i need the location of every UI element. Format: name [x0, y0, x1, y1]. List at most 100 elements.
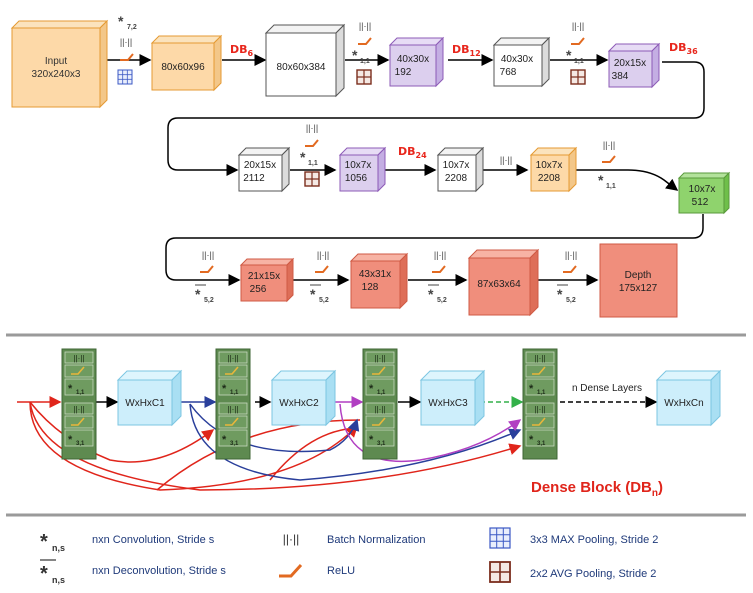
box-21x15x256: 21x15x 256 [239, 257, 295, 303]
dense-conv11-subscript: 1,1 [230, 390, 239, 396]
svg-text:87x63x64: 87x63x64 [477, 279, 521, 290]
box-10x7x2208-a: 10x7x 2208 [436, 146, 485, 193]
bn-label: ||·|| [120, 37, 132, 47]
box-10x7x1056: 10x7x 1056 [338, 146, 387, 193]
svg-text:||·||: ||·|| [306, 123, 318, 133]
legend-bn-label: Batch Normalization [327, 534, 425, 546]
dense-op-cell [218, 351, 248, 364]
dense-op-cell [365, 351, 395, 364]
op-transition-2: ||·|| * 1,1 [566, 21, 586, 85]
svg-text:256: 256 [250, 284, 267, 295]
op-transition-1: ||·|| * 1,1 [352, 21, 372, 85]
dense-conv11-label: * [68, 383, 73, 395]
relu-icon [372, 417, 386, 426]
dense-op-cell [365, 402, 395, 415]
svg-text:n,s: n,s [52, 575, 65, 585]
max-pool-grid-icon [117, 69, 133, 85]
relu-icon [532, 417, 546, 426]
relu-icon [358, 37, 372, 45]
box-20x15x2112: 20x15x 2112 [237, 146, 291, 193]
row-1: Input 320x240x3 * 7,2 ||·|| 80x60x96 [10, 13, 705, 176]
legend-relu-label: ReLU [327, 565, 355, 577]
dense-op-cell [218, 429, 248, 447]
dense-conv31-label: * [222, 434, 227, 446]
svg-text:WxHxCn: WxHxCn [664, 398, 703, 409]
op-deconv-4: ||·|| * 5,2 [557, 250, 577, 304]
bn-label: ||·|| [500, 155, 512, 165]
svg-text:20x15x: 20x15x [614, 58, 646, 69]
dense-op-cell [365, 378, 395, 396]
box-80x60x384: 80x60x384 [264, 23, 346, 98]
legend-conv-label: nxn Convolution, Stride s [92, 534, 215, 546]
relu-icon [225, 417, 239, 426]
svg-text:1,1: 1,1 [308, 160, 318, 167]
legend-max-pool-label: 3x3 MAX Pooling, Stride 2 [530, 534, 658, 546]
dense-op-cell [525, 429, 555, 447]
svg-text:20x15x: 20x15x [244, 160, 276, 171]
svg-text:40x30x: 40x30x [397, 54, 429, 65]
row-3: ||·|| * 5,2 21x15x 256 ||·|| * 5,2 [195, 243, 678, 318]
svg-text:1056: 1056 [345, 173, 368, 184]
svg-text:21x15x: 21x15x [248, 271, 280, 282]
row-2: 20x15x 2112 ||·|| * 1,1 10x7x 1056 DB24 [165, 123, 731, 286]
dense-bn-label: ||·|| [228, 405, 239, 414]
op-deconv-3: ||·|| * 5,2 [428, 250, 447, 304]
op-deconv-1: ||·|| * 5,2 [195, 250, 214, 304]
svg-text:*: * [598, 172, 604, 188]
dense-conv31-subscript: 3,1 [230, 441, 239, 447]
svg-text:*: * [557, 286, 563, 302]
relu-icon [532, 366, 546, 375]
legend-relu-icon [279, 563, 303, 578]
dense-bn-label: ||·|| [375, 354, 386, 363]
dense-op-cell [218, 364, 248, 378]
svg-text:*: * [195, 286, 201, 302]
svg-text:*: * [428, 286, 434, 302]
dense-op-cell [218, 415, 248, 429]
svg-text:*: * [40, 531, 48, 553]
svg-text:80x60x96: 80x60x96 [161, 62, 205, 73]
dense-op-cell [64, 415, 94, 429]
svg-text:40x30x: 40x30x [501, 54, 533, 65]
svg-text:*: * [40, 563, 48, 585]
relu-icon [305, 139, 319, 147]
dense-op-cell [525, 415, 555, 429]
dense-bn-label: ||·|| [228, 354, 239, 363]
dense-bn-label: ||·|| [74, 354, 85, 363]
svg-text:1,1: 1,1 [360, 58, 370, 65]
dense-conv31-label: * [369, 434, 374, 446]
avg-pool-grid-icon [570, 69, 586, 85]
svg-text:*: * [300, 149, 306, 165]
dense-bn-label: ||·|| [535, 405, 546, 414]
dense-op-cell [365, 364, 395, 378]
svg-text:192: 192 [395, 67, 412, 78]
svg-text:5,2: 5,2 [437, 297, 447, 304]
dense-cube-3: WxHxC3 [419, 369, 486, 427]
box-20x15x384: 20x15x 384 [607, 42, 661, 89]
dense-cube-n: WxHxCn [655, 369, 722, 427]
input-box-title: Input [45, 56, 67, 67]
dense-conv31-label: * [68, 434, 73, 446]
svg-text:||·||: ||·|| [317, 250, 329, 260]
svg-text:2112: 2112 [243, 173, 265, 184]
relu-icon [200, 265, 214, 273]
dense-op-cell [64, 378, 94, 396]
dense-conv31-label: * [529, 434, 534, 446]
legend-avg-pool-icon [489, 561, 511, 583]
svg-text:10x7x: 10x7x [345, 160, 372, 171]
svg-text:512: 512 [692, 197, 709, 208]
svg-text:768: 768 [500, 67, 517, 78]
dense-op-cell [365, 415, 395, 429]
n-dense-layers-label: n Dense Layers [572, 383, 642, 394]
dense-conv11-subscript: 1,1 [377, 390, 386, 396]
relu-icon [225, 366, 239, 375]
svg-text:2208: 2208 [538, 173, 561, 184]
avg-pool-grid-icon [304, 171, 320, 187]
dense-op-cell [64, 351, 94, 364]
db36-label: DB36 [669, 41, 698, 56]
dense-conv11-subscript: 1,1 [537, 390, 546, 396]
svg-text:||·||: ||·|| [565, 250, 577, 260]
svg-text:10x7x: 10x7x [536, 160, 563, 171]
dense-conv11-label: * [529, 383, 534, 395]
svg-text:||·||: ||·|| [572, 21, 584, 31]
